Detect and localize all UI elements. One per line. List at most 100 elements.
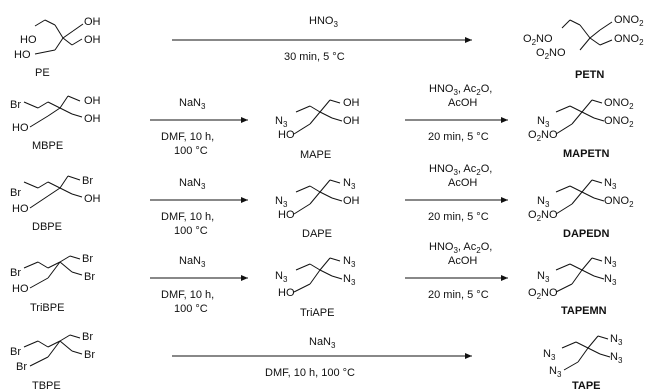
row-tbpe: Br Br Br Br TBPE NaN3 DMF, 10 h, 100 °C … xyxy=(10,331,623,391)
cond-nan3-3: NaN3 xyxy=(179,255,206,269)
cond-dmf-3: DMF, 10 h, xyxy=(161,289,214,301)
dbpe-ho: HO xyxy=(12,203,29,215)
row-tribpe: Br Br Br HO TriBPE NaN3 DMF, 10 h, 100 °… xyxy=(10,241,617,319)
pe-ho-1: HO xyxy=(20,34,37,46)
tapemn-o2no: O2NO xyxy=(528,287,558,301)
triape-structure: N3 N3 N3 HO xyxy=(275,255,356,299)
mape-structure: N3 OH OH HO xyxy=(275,97,360,141)
label-dape: DAPE xyxy=(302,228,332,240)
label-tapemn: TAPEMN xyxy=(561,305,607,317)
cond-20min-1: 20 min, 5 °C xyxy=(428,131,489,143)
cond-nan3-4: NaN3 xyxy=(309,336,336,350)
mape-oh-2: OH xyxy=(343,115,360,127)
cond-hno3: HNO3 xyxy=(309,15,338,29)
triape-n3-2: N3 xyxy=(343,255,356,269)
mapetn-n3: N3 xyxy=(537,115,550,129)
cond-20min-2: 20 min, 5 °C xyxy=(428,211,489,223)
tape-n3-3: N3 xyxy=(610,351,623,365)
tribpe-br-1: Br xyxy=(10,267,21,279)
tribpe-ho: HO xyxy=(12,283,29,295)
dapedn-ono2: ONO2 xyxy=(604,195,634,209)
label-tribpe: TriBPE xyxy=(30,302,64,314)
tape-structure: N3 N3 N3 N3 xyxy=(543,333,623,379)
dbpe-br-2: Br xyxy=(82,175,93,187)
tape-n3-2: N3 xyxy=(610,333,623,347)
mapetn-ono2-2: ONO2 xyxy=(604,115,634,129)
cond-dmf-2: DMF, 10 h, xyxy=(161,211,214,223)
tribpe-br-3: Br xyxy=(84,271,95,283)
cond-acnit-1a: HNO3, Ac2O, xyxy=(429,83,492,97)
mbpe-ho: HO xyxy=(12,122,29,134)
cond-20min-3: 20 min, 5 °C xyxy=(428,289,489,301)
tbpe-br-1: Br xyxy=(10,346,21,358)
cond-acnit-2a: HNO3, Ac2O, xyxy=(429,163,492,177)
dape-ho: HO xyxy=(278,209,295,221)
cond-30min: 30 min, 5 °C xyxy=(284,51,345,63)
pe-oh-1: OH xyxy=(84,16,101,28)
mape-ho: HO xyxy=(278,129,295,141)
dapedn-structure: N3 N3 ONO2 O2NO xyxy=(528,177,634,223)
petn-o2no-2: O2NO xyxy=(536,47,566,61)
label-dbpe: DBPE xyxy=(32,221,62,233)
dape-structure: N3 N3 OH HO xyxy=(275,177,360,221)
label-tape: TAPE xyxy=(572,380,601,391)
mbpe-structure: Br OH OH HO xyxy=(10,95,101,134)
row-pe: HO OH OH HO PE HNO3 30 min, 5 °C O2NO ON… xyxy=(14,14,644,81)
label-triape: TriAPE xyxy=(300,307,334,319)
cond-100c-3: 100 °C xyxy=(174,303,208,315)
mbpe-oh-1: OH xyxy=(84,95,101,107)
tribpe-br-2: Br xyxy=(82,253,93,265)
tapemn-n3-1: N3 xyxy=(537,270,550,284)
cond-acnit-2b: AcOH xyxy=(448,177,477,189)
pe-ho-2: HO xyxy=(14,49,31,61)
triape-ho: HO xyxy=(278,287,295,299)
tbpe-structure: Br Br Br Br xyxy=(10,331,95,373)
label-dapedn: DAPEDN xyxy=(563,228,610,240)
triape-n3-1: N3 xyxy=(275,270,288,284)
dape-n3-1: N3 xyxy=(275,195,288,209)
mape-oh-1: OH xyxy=(343,97,360,109)
label-tbpe: TBPE xyxy=(32,380,61,391)
cond-nan3-2: NaN3 xyxy=(179,177,206,191)
label-mape: MAPE xyxy=(300,149,331,161)
dape-n3-2: N3 xyxy=(343,177,356,191)
pe-oh-2: OH xyxy=(84,34,101,46)
tbpe-br-3: Br xyxy=(84,349,95,361)
tape-n3-1: N3 xyxy=(543,348,556,362)
dbpe-br-1: Br xyxy=(10,187,21,199)
tribpe-structure: Br Br Br HO xyxy=(10,253,95,295)
tape-n3-4: N3 xyxy=(549,365,562,379)
cond-acnit-3a: HNO3, Ac2O, xyxy=(429,241,492,255)
cond-dmf-4: DMF, 10 h, 100 °C xyxy=(265,367,355,379)
petn-ono2-2: ONO2 xyxy=(614,33,644,47)
tapemn-structure: N3 N3 N3 O2NO xyxy=(528,255,617,301)
dapedn-o2no: O2NO xyxy=(528,209,558,223)
tapemn-n3-2: N3 xyxy=(604,255,617,269)
petn-ono2-1: ONO2 xyxy=(614,14,644,28)
cond-dmf-1: DMF, 10 h, xyxy=(161,131,214,143)
mapetn-structure: N3 ONO2 ONO2 O2NO xyxy=(528,97,634,143)
dapedn-n3-1: N3 xyxy=(537,195,550,209)
tbpe-br-4: Br xyxy=(16,361,27,373)
cond-acnit-1b: AcOH xyxy=(448,97,477,109)
mapetn-o2no: O2NO xyxy=(528,129,558,143)
label-petn: PETN xyxy=(575,69,604,81)
tbpe-br-2: Br xyxy=(82,331,93,343)
label-pe: PE xyxy=(35,67,50,79)
dbpe-oh: OH xyxy=(84,193,101,205)
petn-structure: O2NO ONO2 ONO2 O2NO xyxy=(523,14,644,61)
cond-acnit-3b: AcOH xyxy=(448,255,477,267)
label-mbpe: MBPE xyxy=(32,140,63,152)
mape-n3: N3 xyxy=(275,115,288,129)
mapetn-ono2-1: ONO2 xyxy=(604,97,634,111)
cond-100c-2: 100 °C xyxy=(174,225,208,237)
mbpe-br: Br xyxy=(10,99,21,111)
tapemn-n3-3: N3 xyxy=(604,273,617,287)
cond-100c-1: 100 °C xyxy=(174,145,208,157)
triape-n3-3: N3 xyxy=(343,273,356,287)
cond-nan3-1: NaN3 xyxy=(179,97,206,111)
dbpe-structure: Br Br OH HO xyxy=(10,175,101,215)
row-dbpe: Br Br OH HO DBPE NaN3 DMF, 10 h, 100 °C … xyxy=(10,163,634,240)
label-mapetn: MAPETN xyxy=(563,148,610,160)
